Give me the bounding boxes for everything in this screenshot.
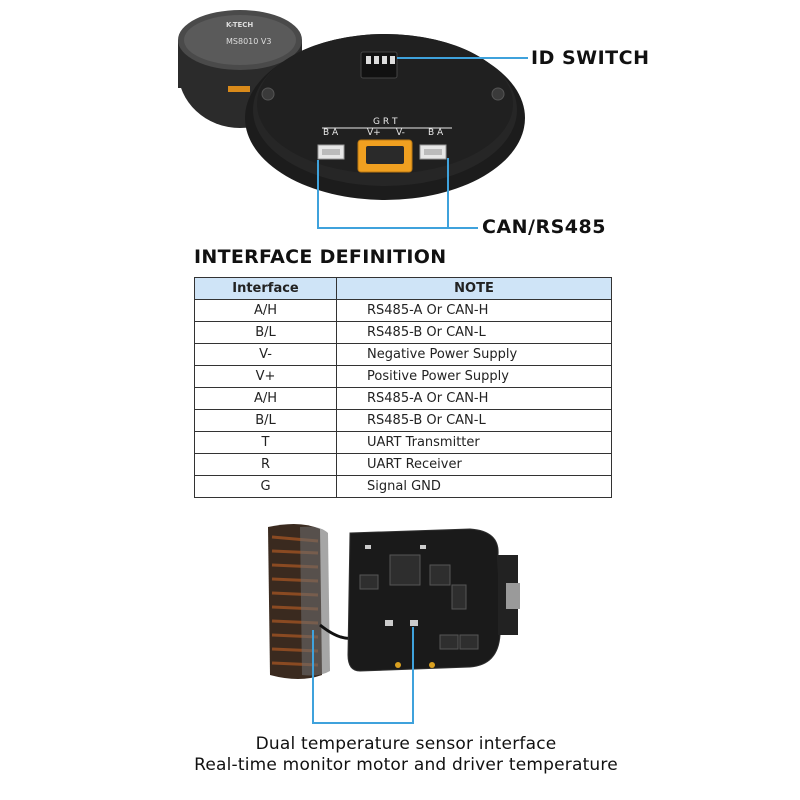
connector-label-4: B A (428, 128, 444, 138)
caption-line-1: Dual temperature sensor interface (255, 734, 557, 754)
note-cell: Signal GND (336, 475, 612, 498)
motor-brand-label: K-TECH (226, 21, 253, 29)
table-row: V+Positive Power Supply (194, 365, 612, 388)
header-note: NOTE (336, 277, 612, 300)
note-cell: RS485-B Or CAN-L (336, 409, 612, 432)
pin-cell: T (194, 431, 337, 454)
pin-cell: R (194, 453, 337, 476)
caption-line-2: Real-time monitor motor and driver tempe… (194, 755, 618, 775)
note-cell: Positive Power Supply (336, 365, 612, 388)
note-cell: RS485-A Or CAN-H (336, 299, 612, 322)
motor-model-label: MS8010 V3 (226, 37, 271, 46)
note-cell: RS485-A Or CAN-H (336, 387, 612, 410)
driver-board-photo (268, 523, 520, 724)
can-rs485-label: CAN/RS485 (482, 216, 606, 238)
note-cell: UART Transmitter (336, 431, 612, 454)
id-switch-label: ID SWITCH (531, 47, 650, 69)
note-cell: Negative Power Supply (336, 343, 612, 366)
motor-photo: K-TECH MS8010 V3 G R T B A V+ V- B A (178, 10, 528, 229)
pin-cell: G (194, 475, 337, 498)
pin-cell: B/L (194, 321, 337, 344)
table-header-row: Interface NOTE (194, 277, 612, 300)
interface-definition-title: INTERFACE DEFINITION (194, 246, 447, 268)
note-cell: UART Receiver (336, 453, 612, 476)
connector-label-2: V+ (367, 128, 381, 138)
note-cell: RS485-B Or CAN-L (336, 321, 612, 344)
header-interface: Interface (194, 277, 337, 300)
pin-cell: B/L (194, 409, 337, 432)
pin-cell: A/H (194, 299, 337, 322)
table-row: V-Negative Power Supply (194, 343, 612, 366)
connector-label-3: V- (396, 128, 405, 138)
connector-top-label: G R T (373, 117, 398, 127)
pin-cell: A/H (194, 387, 337, 410)
pin-cell: V- (194, 343, 337, 366)
id-switch (360, 51, 398, 79)
pin-cell: V+ (194, 365, 337, 388)
connector-label-1: B A (323, 128, 339, 138)
